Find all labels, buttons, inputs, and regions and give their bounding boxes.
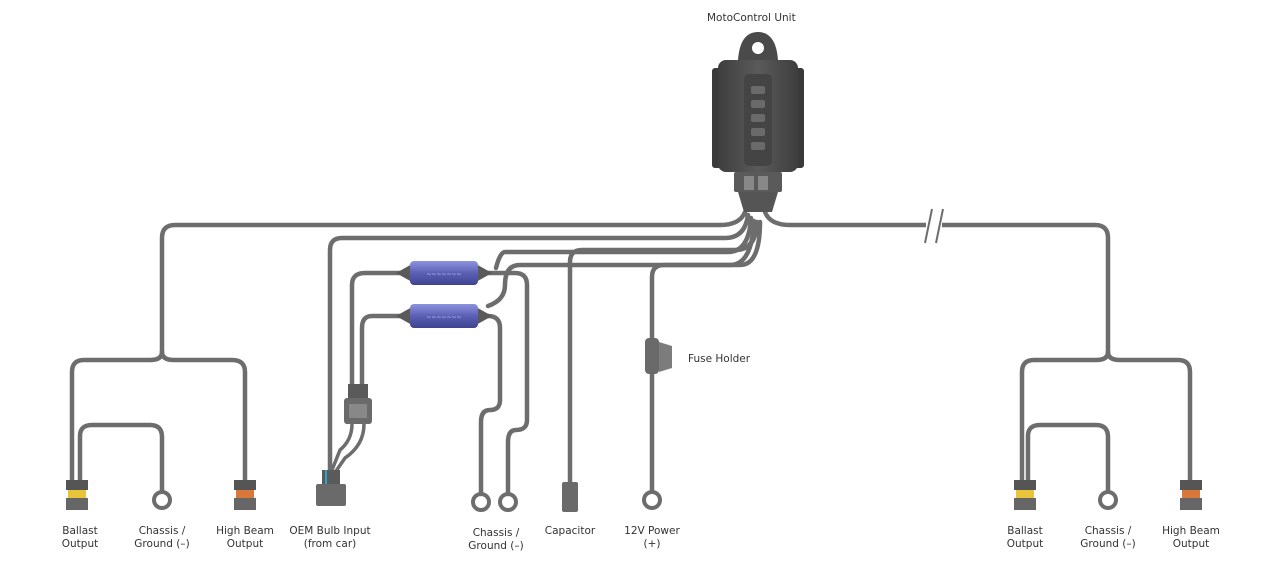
label-highbeam-left: High Beam Output xyxy=(216,525,274,550)
wire-break-icon xyxy=(924,208,944,244)
label-chassis-mid: Chassis / Ground (–) xyxy=(468,527,524,552)
svg-text:~~~~~~~: ~~~~~~~ xyxy=(426,271,461,278)
wire-right-chassis xyxy=(1025,422,1111,493)
connector-icon xyxy=(66,480,88,510)
label-power: 12V Power (+) xyxy=(624,525,680,550)
label-ballast-right: Ballast Output xyxy=(1006,525,1044,550)
wire-res2-feed xyxy=(485,218,757,309)
control-unit-icon xyxy=(712,32,804,212)
fuse-holder-icon xyxy=(645,328,672,374)
wire-capacitor xyxy=(567,219,760,485)
wire-power xyxy=(649,219,763,493)
fuse-holder-label: Fuse Holder xyxy=(688,353,751,365)
connector-icon xyxy=(234,480,256,510)
capacitor-icon xyxy=(562,482,578,512)
resistor-icon: ~~~~~~~ xyxy=(396,304,492,328)
connector-icon xyxy=(330,384,372,476)
label-chassis-right: Chassis / Ground (–) xyxy=(1080,525,1136,550)
wire-left-main xyxy=(159,209,748,355)
label-capacitor: Capacitor xyxy=(544,525,596,537)
label-oem-bulb: OEM Bulb Input (from car) xyxy=(289,525,371,550)
connector-icon xyxy=(1180,480,1202,510)
wire-left-branch xyxy=(69,349,165,485)
wire-res2-left xyxy=(359,313,403,391)
resistor-icon: ~~~~~~~ xyxy=(396,261,492,285)
wire-right-branch xyxy=(1019,349,1111,485)
label-chassis-left: Chassis / Ground (–) xyxy=(134,525,190,550)
wire-left-branch-hb xyxy=(159,349,248,485)
connector-icon xyxy=(1014,480,1036,510)
wire-res1-left xyxy=(349,270,403,391)
wire-right-main xyxy=(762,209,1111,355)
svg-text:~~~~~~~: ~~~~~~~ xyxy=(426,314,461,321)
wire-right-branch-hb xyxy=(1105,349,1193,485)
label-highbeam-right: High Beam Output xyxy=(1162,525,1220,550)
wire-oem xyxy=(327,212,751,485)
wire-res2-right xyxy=(478,313,503,497)
bulb-plug-icon xyxy=(316,470,346,506)
wire-res1-right xyxy=(485,270,530,497)
wires xyxy=(69,209,1193,497)
control-unit-label: MotoControl Unit xyxy=(707,12,796,24)
label-ballast-left: Ballast Output xyxy=(61,525,99,550)
wire-left-chassis xyxy=(77,422,165,493)
ring-terminal-icon xyxy=(152,490,1118,512)
